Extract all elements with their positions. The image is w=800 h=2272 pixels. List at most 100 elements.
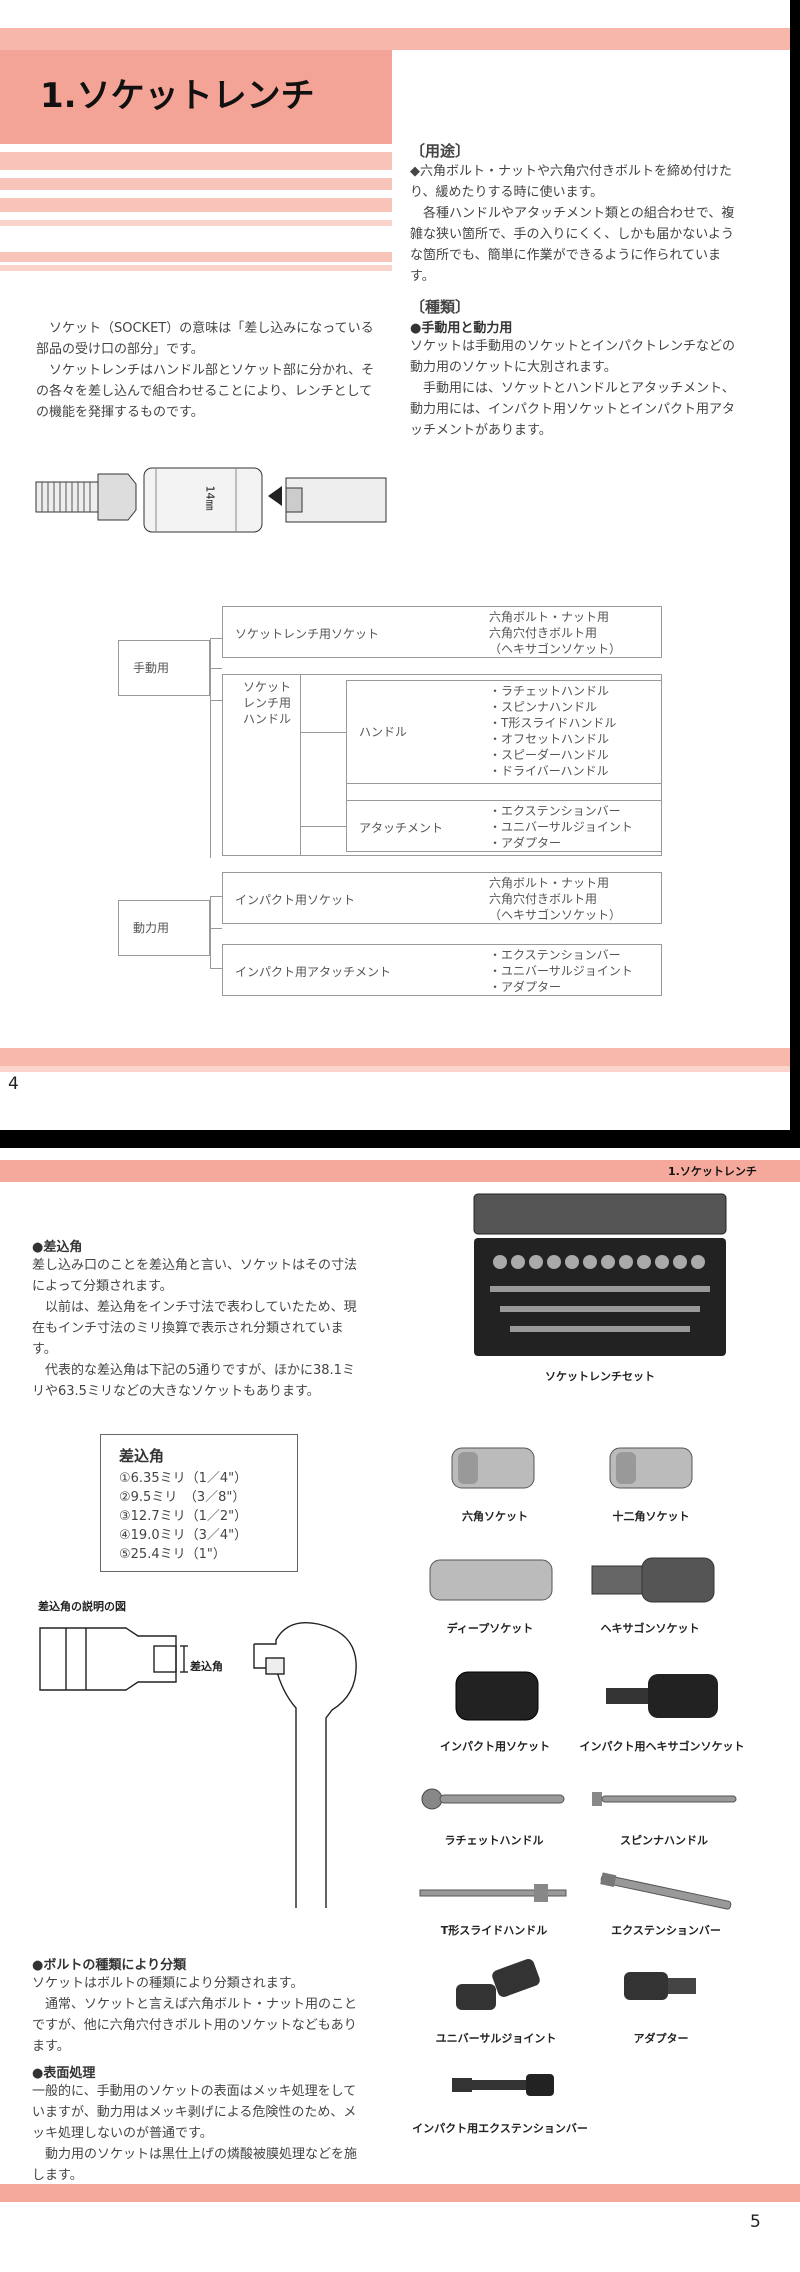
adapter-image bbox=[624, 1972, 696, 2000]
drive-box-title: 差込角 bbox=[119, 1447, 165, 1465]
types-subheading: ●手動用と動力用 bbox=[410, 321, 513, 336]
usage-section: 〔用途〕 ◆六角ボルト・ナットや六角穴付きボルトを締め付けたり、緩めたりする時に… bbox=[410, 140, 745, 287]
socket-illustration bbox=[35, 467, 387, 533]
header-band bbox=[0, 1160, 800, 1182]
impact-attachment-list: ・エクステンションバー ・ユニバーサルジョイント ・アダプター bbox=[489, 947, 633, 995]
surface-p2: 動力用のソケットは黒仕上げの燐酸被膜処理などを施します。 bbox=[32, 2147, 358, 2183]
intro-section: ソケット（SOCKET）の意味は「差し込みになっている部品の受け口の部分」です。… bbox=[36, 318, 376, 423]
socket-targets: 六角ボルト・ナット用 六角穴付きボルト用 （ヘキサゴンソケット） bbox=[489, 609, 621, 657]
surface-p1: 一般的に、手動用のソケットの表面はメッキ処理をしていますが、動力用はメッキ剥げに… bbox=[32, 2084, 357, 2141]
caption-spinner: スピンナハンドル bbox=[620, 1834, 708, 1847]
caption-impact: インパクト用ソケット bbox=[440, 1740, 550, 1753]
handle-item: ・スピンナハンドル bbox=[489, 700, 598, 714]
socket-target: 六角ボルト・ナット用 bbox=[489, 610, 610, 624]
figure-caption: 差込角の説明の図 bbox=[38, 1600, 126, 1613]
drive-p3: 代表的な差込角は下記の5通りですが、ほかに38.1ミリや63.5ミリなどの大きな… bbox=[32, 1363, 355, 1399]
stripe bbox=[0, 198, 392, 212]
bottom-band bbox=[0, 2184, 800, 2202]
impact-socket-target: （ヘキサゴンソケット） bbox=[489, 908, 622, 922]
usage-heading: 〔用途〕 bbox=[410, 142, 471, 160]
drive-size-item: ②9.5ミリ （3／8"） bbox=[119, 1490, 246, 1505]
wrench-handle-line: レンチ用 bbox=[243, 696, 292, 710]
hex-socket-image bbox=[451, 1447, 535, 1489]
attachment-item: ・アダプター bbox=[489, 836, 562, 850]
drive-section: ●差込角 差し込み口のことを差込角と言い、ソケットはその寸法によって分類されます… bbox=[32, 1236, 362, 1402]
socket-target: （ヘキサゴンソケット） bbox=[489, 642, 622, 656]
types-heading: 〔種類〕 bbox=[410, 298, 471, 316]
page-title: 1.ソケットレンチ bbox=[40, 76, 315, 116]
socket-for-wrench-box: ソケットレンチ用ソケット 六角ボルト・ナット用 六角穴付きボルト用 （ヘキサゴン… bbox=[222, 606, 662, 658]
attachment-item: ・ユニバーサルジョイント bbox=[489, 820, 633, 834]
impact-attachment-label: インパクト用アタッチメント bbox=[235, 965, 392, 979]
caption-tslide: T形スライドハンドル bbox=[440, 1924, 548, 1937]
impact-socket-target: 六角穴付きボルト用 bbox=[489, 892, 598, 906]
handle-item: ・ドライバーハンドル bbox=[489, 764, 609, 778]
drive-size-item: ①6.35ミリ（1／4"） bbox=[119, 1471, 248, 1486]
deep-socket-image bbox=[429, 1559, 553, 1601]
drive-box: 差込角 ①6.35ミリ（1／4"） ②9.5ミリ （3／8"） ③12.7ミリ（… bbox=[100, 1434, 298, 1572]
caption-impact-ext: インパクト用エクステンションバー bbox=[412, 2122, 588, 2135]
drive-heading: ●差込角 bbox=[32, 1240, 83, 1255]
impact-attachment-item: ・エクステンションバー bbox=[489, 948, 621, 962]
universal-joint-image bbox=[456, 1959, 540, 2010]
socket-target: 六角穴付きボルト用 bbox=[489, 626, 598, 640]
impact-socket-label: インパクト用ソケット bbox=[235, 893, 356, 907]
attachment-box: アタッチメント ・エクステンションバー ・ユニバーサルジョイント ・アダプター bbox=[346, 800, 662, 852]
power-box: 動力用 bbox=[118, 900, 210, 956]
caption-twelve: 十二角ソケット bbox=[612, 1510, 690, 1523]
types-p2: 手動用には、ソケットとハンドルとアタッチメント、動力用には、インパクト用ソケット… bbox=[410, 381, 736, 438]
drive-size-item: ⑤25.4ミリ（1"） bbox=[119, 1547, 226, 1562]
drive-p2: 以前は、差込角をインチ寸法で表わしていたため、現在もインチ寸法のミリ換算で表示さ… bbox=[32, 1300, 357, 1357]
stripe bbox=[0, 220, 392, 226]
bottom-band bbox=[0, 1066, 790, 1072]
top-band bbox=[0, 28, 790, 50]
page-number: 5 bbox=[750, 2212, 761, 2232]
header-title: 1.ソケットレンチ bbox=[668, 1165, 757, 1178]
caption-hexagon: ヘキサゴンソケット bbox=[600, 1622, 700, 1635]
impact-attachment-item: ・アダプター bbox=[489, 980, 562, 994]
bolt-section: ●ボルトの種類により分類 ソケットはボルトの種類により分類されます。 通常、ソケ… bbox=[32, 1954, 362, 2057]
caption-ratchet: ラチェットハンドル bbox=[444, 1834, 544, 1847]
caption-extension: エクステンションバー bbox=[611, 1924, 721, 1937]
types-p1: ソケットは手動用のソケットとインパクトレンチなどの動力用のソケットに大別されます… bbox=[410, 339, 736, 375]
caption-deep: ディープソケット bbox=[446, 1622, 534, 1635]
impact-socket-target: 六角ボルト・ナット用 bbox=[489, 876, 610, 890]
caption-adapter: アダプター bbox=[633, 2032, 689, 2045]
impact-socket-targets: 六角ボルト・ナット用 六角穴付きボルト用 （ヘキサゴンソケット） bbox=[489, 875, 621, 923]
wrench-handle-line: ソケット bbox=[243, 680, 292, 694]
caption-impact-hex: インパクト用ヘキサゴンソケット bbox=[579, 1740, 745, 1753]
twelve-socket-image bbox=[609, 1447, 693, 1489]
usage-p2: 各種ハンドルやアタッチメント類との組合わせで、複雑な狭い箇所で、手の入りにくく、… bbox=[410, 206, 735, 284]
surface-heading: ●表面処理 bbox=[32, 2066, 96, 2081]
socket-for-wrench-label: ソケットレンチ用ソケット bbox=[235, 627, 380, 641]
power-label: 動力用 bbox=[133, 921, 170, 935]
usage-p1: ◆六角ボルト・ナットや六角穴付きボルトを締め付けたり、緩めたりする時に使います。 bbox=[410, 164, 732, 200]
handle-item: ・オフセットハンドル bbox=[489, 732, 610, 746]
stripe bbox=[0, 265, 392, 271]
title-band bbox=[0, 50, 392, 144]
bottom-band bbox=[0, 1048, 790, 1066]
impact-extension-image bbox=[452, 2074, 554, 2096]
drive-box-list: ①6.35ミリ（1／4"） ②9.5ミリ （3／8"） ③12.7ミリ（1／2"… bbox=[119, 1469, 247, 1564]
wrench-handle-label: ソケット レンチ用 ハンドル bbox=[243, 679, 291, 727]
intro-p1: ソケット（SOCKET）の意味は「差し込みになっている部品の受け口の部分」です。 bbox=[36, 321, 374, 357]
handle-label: ハンドル bbox=[359, 725, 408, 739]
page-5: 1.ソケットレンチ ●差込角 差し込み口のことを差込角と言い、ソケットはその寸法… bbox=[0, 1148, 800, 2272]
bolt-p2: 通常、ソケットと言えば六角ボルト・ナット用のことですが、他に六角穴付きボルト用の… bbox=[32, 1997, 358, 2054]
surface-section: ●表面処理 一般的に、手動用のソケットの表面はメッキ処理をしていますが、動力用は… bbox=[32, 2062, 362, 2186]
wrench-handle-line: ハンドル bbox=[243, 712, 292, 726]
impact-attachment-box: インパクト用アタッチメント ・エクステンションバー ・ユニバーサルジョイント ・… bbox=[222, 944, 662, 996]
impact-socket-box: インパクト用ソケット 六角ボルト・ナット用 六角穴付きボルト用 （ヘキサゴンソケ… bbox=[222, 872, 662, 924]
extension-bar-image bbox=[600, 1872, 732, 1910]
stripe bbox=[0, 252, 392, 262]
attachment-item: ・エクステンションバー bbox=[489, 804, 621, 818]
manual-label: 手動用 bbox=[133, 661, 170, 675]
types-section: 〔種類〕 ●手動用と動力用 ソケットは手動用のソケットとインパクトレンチなどの動… bbox=[410, 296, 745, 441]
impact-socket-image bbox=[455, 1671, 539, 1721]
figure-drive-label: 差込角 bbox=[190, 1660, 223, 1673]
handle-item: ・スピーダーハンドル bbox=[489, 748, 609, 762]
impact-attachment-item: ・ユニバーサルジョイント bbox=[489, 964, 633, 978]
stripe bbox=[0, 178, 392, 190]
ratchet-handle-image bbox=[421, 1788, 565, 1810]
page-number: 4 bbox=[8, 1074, 19, 1094]
